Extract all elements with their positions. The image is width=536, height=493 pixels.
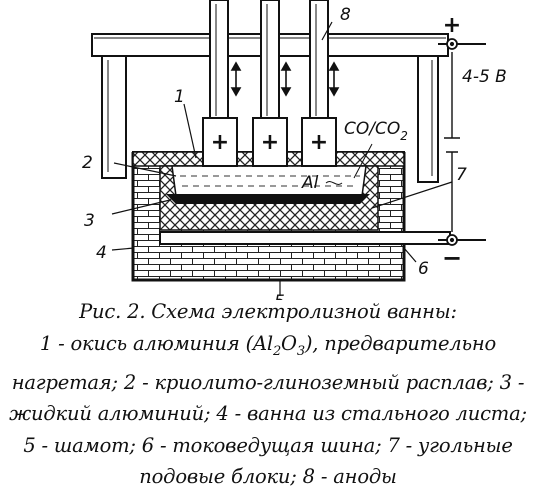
bath-body [131,151,451,282]
label-3: 3 [84,211,95,231]
caption-line-2: 1 - окись алюминия (Al2O3), предваритель… [39,331,497,359]
metal-wave-mark [325,181,343,185]
positive-terminal-sign: + [443,13,461,38]
anode-sign-2: + [261,130,279,155]
label-2: 2 [82,153,93,173]
label-5: 5 [274,292,285,300]
anode-sign-1: + [211,130,229,155]
gas-leader-line [353,143,373,179]
part-labels: 1 2 3 4 5 6 7 8 [82,5,467,300]
caption-line-6: подовые блоки; 8 - аноды [139,465,397,489]
anode-blocks [202,117,337,167]
caption-line-3: нагретая; 2 - криолито-глиноземный распл… [11,370,525,394]
caption-line-4: жидкий алюминий; 4 - ванна из стального … [9,402,527,426]
electrolysis-cell-diagram: + + + + − 4-5 В 1 2 3 4 5 6 7 8 [82,0,507,300]
label-7: 7 [456,165,467,185]
caption-line-5: 5 - шамот; 6 - токоведущая шина; 7 - уго… [23,433,513,457]
anode-rods [209,0,329,119]
leader-lines [111,21,453,296]
label-8: 8 [340,5,351,25]
figure-caption: Рис. 2. Схема электролизной ванны: 1 - о… [0,296,536,493]
gas-label: CO/CO2 [344,119,408,143]
metal-label: Al [301,173,319,193]
anode-sign-3: + [310,130,328,155]
caption-title: Рис. 2. Схема электролизной ванны: [79,300,457,323]
label-1: 1 [174,87,185,107]
label-4: 4 [96,243,107,263]
anode-lift-arrows [230,61,340,97]
negative-terminal-sign: − [442,244,462,272]
power-circuit [438,38,486,246]
anode-signs: + + + [211,130,328,155]
label-6: 6 [418,259,429,279]
support-columns [101,53,439,183]
voltage-label: 4-5 В [462,67,507,87]
